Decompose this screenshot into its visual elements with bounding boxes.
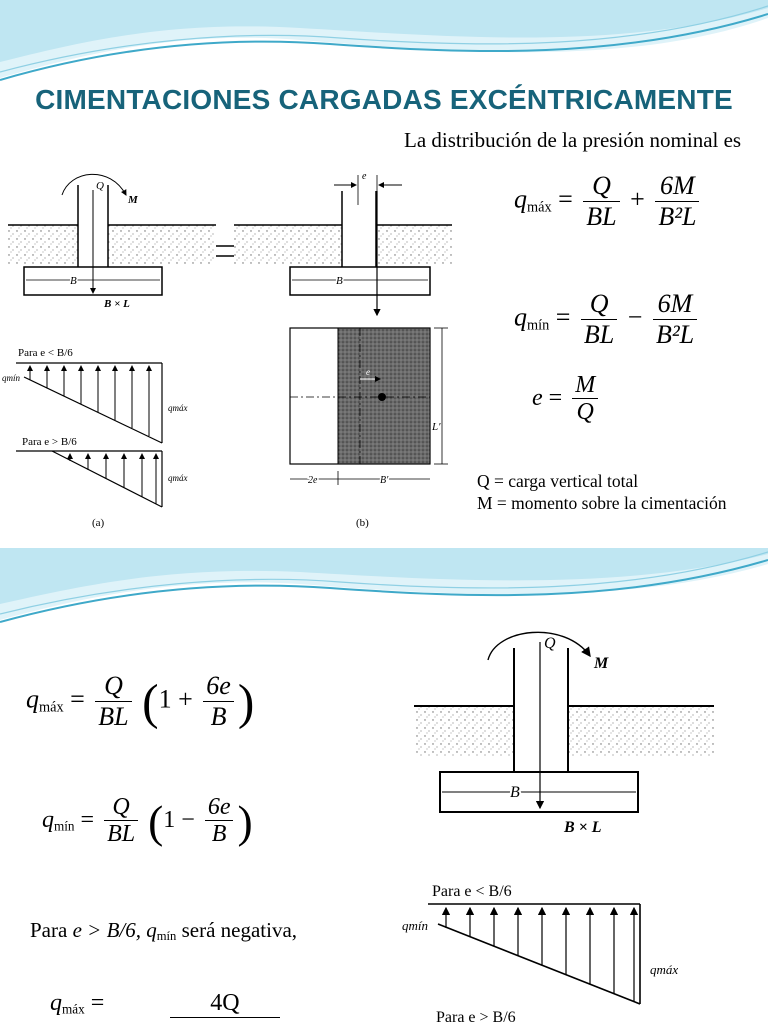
qmax-label-2: qmáx bbox=[650, 962, 678, 977]
moment-label-2: M bbox=[593, 655, 609, 672]
ecc2-label: e bbox=[366, 367, 370, 377]
qmin-label-2: qmín bbox=[402, 918, 428, 933]
equals-sign bbox=[216, 245, 234, 257]
width-label: B bbox=[70, 275, 77, 287]
two-e-label: 2e bbox=[308, 475, 318, 486]
case1-label-2: Para e < B/6 bbox=[432, 883, 512, 900]
slide-1: CIMENTACIONES CARGADAS EXCÉNTRICAMENTE L… bbox=[0, 0, 768, 529]
soil-left bbox=[8, 225, 78, 265]
width-label-2: B bbox=[510, 784, 520, 801]
soil-right bbox=[108, 225, 216, 265]
def-q: Q = carga vertical total bbox=[477, 471, 639, 491]
column bbox=[77, 185, 109, 267]
slide-2: Q M B B × L Para e < B/6 qmín qmáx bbox=[0, 548, 768, 1024]
negative-note: Para e > B/6, qmín será negativa, bbox=[30, 918, 298, 944]
caption-a: (a) bbox=[92, 517, 105, 529]
ecc-label: e bbox=[362, 171, 367, 182]
figure-a: Q M B B × L Para e < B/6 qmín qmáx Para … bbox=[2, 173, 216, 508]
moment-label: M bbox=[127, 194, 139, 206]
slide-gap bbox=[0, 540, 768, 548]
case2-label-2: Para e > B/6 bbox=[436, 1009, 516, 1024]
subtitle: La distribución de la presión nominal es bbox=[404, 128, 742, 152]
pressure-line-2 bbox=[51, 450, 163, 508]
header-wave-decoration bbox=[0, 0, 768, 81]
len-eff-label: L′ bbox=[431, 421, 441, 433]
figure-b: e B e L′ 2e B′ bbox=[234, 171, 452, 488]
definitions: Q = carga vertical total M = momento sob… bbox=[477, 470, 726, 514]
qmax-label: qmáx bbox=[168, 403, 188, 413]
header-wave-decoration-2 bbox=[0, 548, 768, 623]
eq2-partial: qmáx = 4Q bbox=[50, 990, 280, 1018]
figure-panel: Q M B B × L Para e < B/6 qmín qmáx bbox=[384, 606, 720, 1024]
dims-label-2: B × L bbox=[563, 819, 602, 836]
moment-arrow-2 bbox=[487, 631, 591, 661]
case2-label: Para e > B/6 bbox=[22, 436, 77, 448]
caption-b: (b) bbox=[356, 517, 369, 529]
case1-label: Para e < B/6 bbox=[18, 347, 73, 359]
pressure-line-1 bbox=[23, 376, 163, 444]
def-m: M = momento sobre la cimentación bbox=[477, 493, 727, 513]
dims-label: B × L bbox=[103, 298, 130, 310]
qmax2-label: qmáx bbox=[168, 473, 188, 483]
width-eff-label: B′ bbox=[380, 475, 389, 486]
figure-c: Q M B B × L Para e < B/6 qmín qmáx bbox=[402, 631, 714, 1024]
width-label-b: B bbox=[336, 275, 343, 287]
qmin-label: qmín bbox=[2, 373, 21, 383]
load-label-2: Q bbox=[544, 635, 556, 652]
effective-area bbox=[337, 327, 431, 465]
slide-title: CIMENTACIONES CARGADAS EXCÉNTRICAMENTE bbox=[35, 84, 733, 115]
moment-arrow bbox=[61, 173, 127, 196]
load-label: Q bbox=[96, 180, 104, 192]
